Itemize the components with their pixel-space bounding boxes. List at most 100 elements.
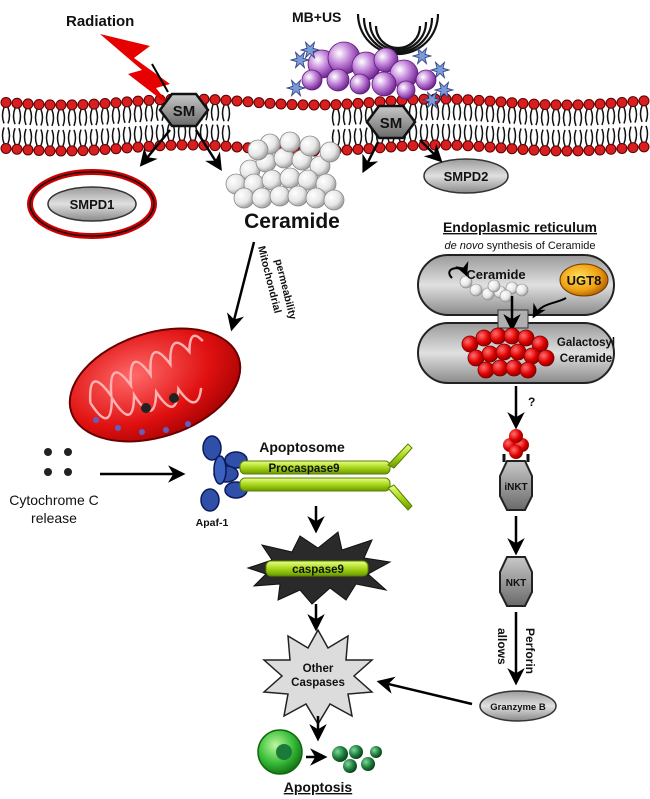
ceramide-label: Ceramide [244,210,340,233]
galactosyl-sphere [537,349,555,367]
apoptosis-label: Apoptosis [284,779,353,795]
lipid-tail [518,128,528,145]
lipid-tail [507,107,517,124]
microbubble [371,71,397,97]
lipid-tail [12,127,22,145]
lipid-head [121,96,133,108]
lipid-head [583,98,595,110]
cytochrome-label-1: Cytochrome C [9,492,98,508]
lipid-tail [430,123,440,141]
lipid-tail [56,109,66,127]
ceramide-sphere [323,189,345,211]
ceramide-sphere [251,187,273,209]
lipid-tail [210,104,220,121]
nanoparticle-star [289,50,311,70]
lipid-head [451,139,463,151]
microbubble [301,69,323,91]
lipid-head [242,96,254,108]
galactosyl-sphere [477,361,495,379]
lipid-head [44,145,56,157]
lipid-head [0,142,12,154]
lipid-tail [133,105,143,123]
apaf1-label: Apaf-1 [196,517,229,529]
lipid-tail [111,127,121,144]
lipid-tail [34,109,44,126]
lipid-tail [496,126,506,144]
galactosyl-sphere [519,361,537,379]
lipid-tail [210,124,220,141]
er-ceramide-sphere [469,283,483,297]
nanoparticle-star [411,46,433,66]
lipid-head [583,144,595,156]
lipid-head [319,99,331,111]
lipid-head [132,141,144,153]
lipid-head [561,145,573,157]
galactosyl-sphere [517,329,535,347]
lipid-head [55,145,67,157]
lipid-head [561,99,573,111]
er-ceramide-curl-arrow [448,260,469,279]
lipid-head [572,145,584,157]
lipid-tail [507,127,517,144]
ceramide-cluster [225,131,345,211]
lipid-tail [562,129,572,147]
lipid-head [539,145,551,157]
lipid-tail [573,129,583,147]
lipid-head [22,98,34,110]
lipid-head [550,99,562,111]
lipid-tail [452,104,462,121]
lipid-tail [353,108,363,125]
lipid-head [11,143,23,155]
inkt-label: iNKT [504,482,527,493]
inkt-cell: iNKT [499,429,533,511]
apoptotic-bodies [332,745,382,773]
lipid-head [264,97,276,109]
nanoparticle-star [421,90,443,110]
smpd2-label: SMPD2 [444,169,489,184]
lipid-tail [452,124,462,141]
lipid-head [66,145,78,157]
caspase9-bar [265,560,369,577]
lipid-tail [89,108,99,126]
er-ceramide-sphere [515,283,529,297]
lipid-tail [485,125,495,143]
lipid-tail [78,129,88,146]
smpd1-enzyme: SMPD1 [27,169,157,239]
ceramide-sphere [247,139,269,161]
allows-label: allows [495,628,509,665]
microbubble [326,68,350,92]
lipid-head [110,97,122,109]
lipid-tail [221,104,231,122]
lipid-tail [617,107,627,124]
lipid-tail [584,129,594,146]
lipid-tail [78,109,88,126]
lipid-head [572,99,584,111]
galactosyl-sphere [481,345,499,363]
lipid-head [385,141,397,153]
lipid-head [88,144,100,156]
lipid-tail [551,109,561,127]
lipid-tail [562,109,572,127]
lipid-tail [573,109,583,127]
lipid-tail [595,128,605,146]
lipid-head [143,94,155,106]
lipid-head [77,145,89,157]
lipid-head [176,139,188,151]
lipid-head [462,140,474,152]
sm-right-hexagon: SM [365,104,417,140]
ceramide-sphere [319,141,341,163]
lipid-head [627,142,639,154]
lipid-tail [1,127,11,144]
lipid-tail [463,104,473,121]
lipid-tail [441,123,451,141]
lipid-head [429,139,441,151]
lipid-head [297,99,309,111]
er-ceramide-label: Ceramide [466,267,525,282]
lipid-head [605,97,617,109]
microbubble [396,80,416,100]
er-ceramide-sphere [499,289,513,303]
galactosyl-sphere [503,327,521,345]
er-subtitle-rest: synthesis of Ceramide [484,240,596,252]
lipid-head [11,97,23,109]
